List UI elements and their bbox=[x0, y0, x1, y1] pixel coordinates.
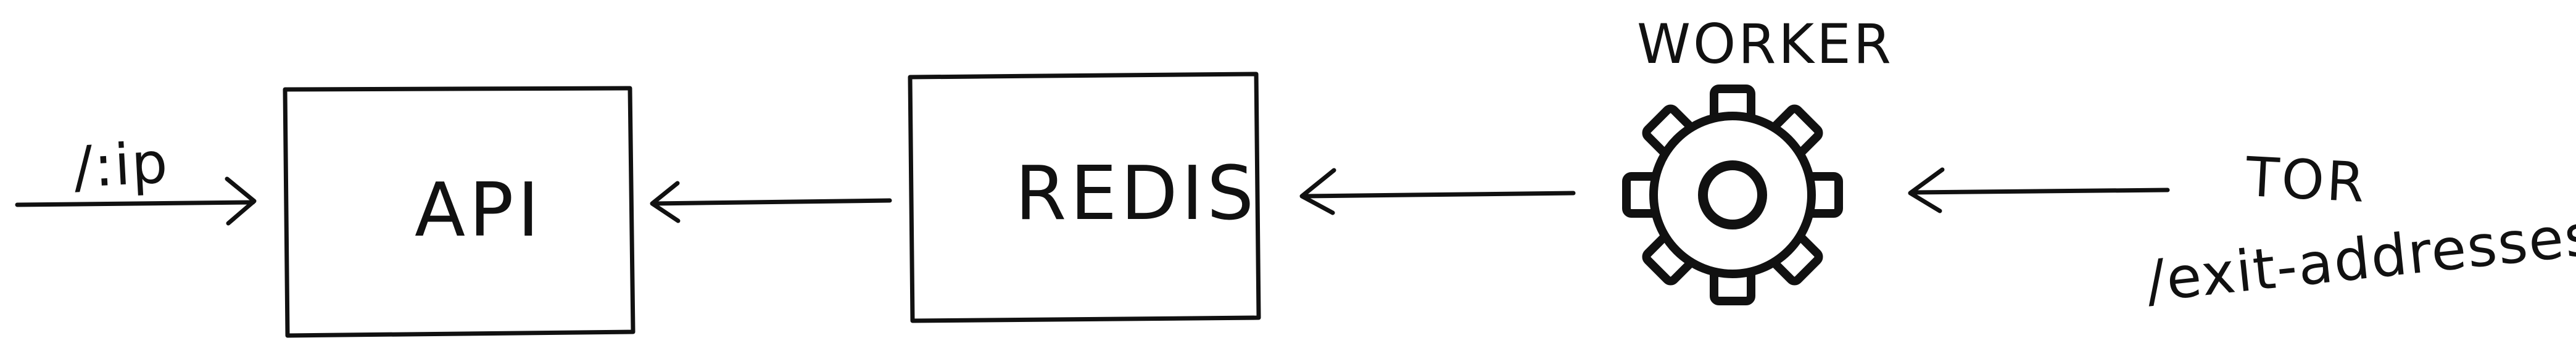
worker-to-redis-arrow bbox=[1299, 168, 1576, 215]
gear-fill bbox=[1656, 118, 1809, 271]
incoming-route-label: /:ip bbox=[72, 130, 170, 200]
redis-to-api-arrow bbox=[650, 181, 892, 223]
tor-label: TOR bbox=[2243, 145, 2368, 215]
gear-icon bbox=[1622, 85, 1843, 305]
tor-to-worker-arrow bbox=[1908, 167, 2170, 213]
redis-node: REDIS bbox=[908, 72, 1261, 323]
exit-addresses-label: /exit-addresses bbox=[2143, 202, 2576, 315]
tor-source: TOR /exit-addresses bbox=[2143, 145, 2576, 315]
worker-label: WORKER bbox=[1637, 12, 1894, 76]
redis-label: REDIS bbox=[1015, 151, 1257, 237]
api-label: API bbox=[415, 168, 543, 254]
gear-center bbox=[1698, 160, 1767, 229]
api-node: API bbox=[283, 86, 636, 338]
incoming-request-arrow bbox=[15, 176, 257, 226]
gear-body bbox=[1649, 112, 1816, 278]
